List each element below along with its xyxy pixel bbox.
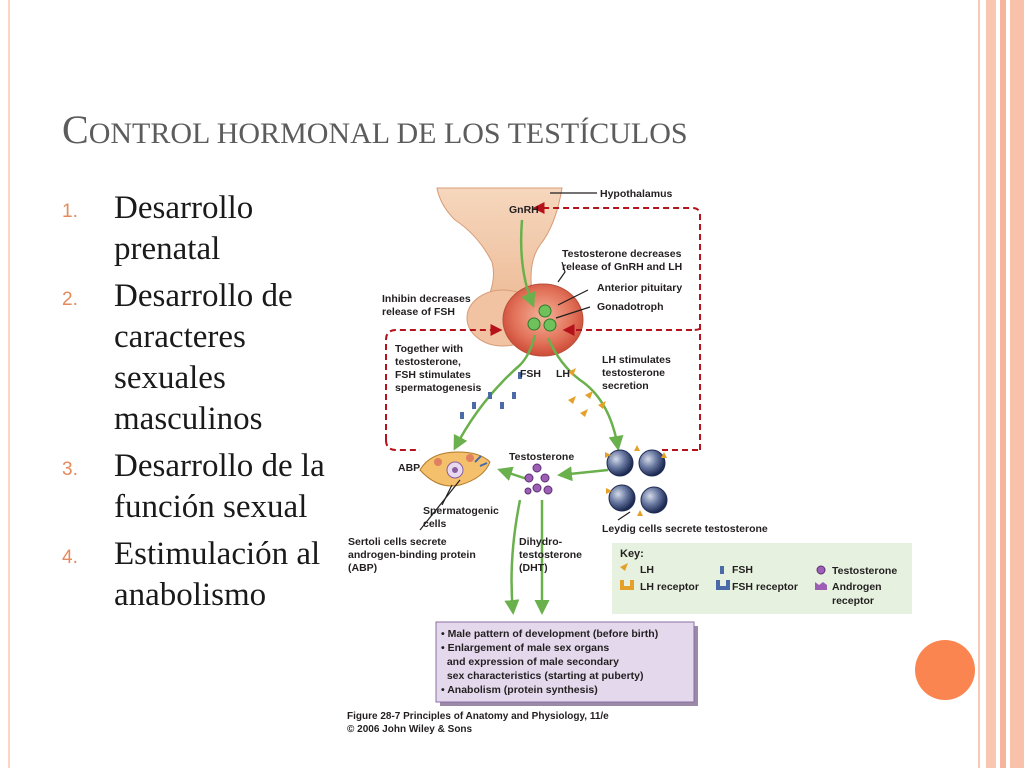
testosterone-icon bbox=[816, 565, 826, 575]
label-together: spermatogenesis bbox=[395, 382, 482, 394]
label-together: Together with bbox=[395, 343, 463, 355]
key-fsh: FSH bbox=[732, 564, 753, 576]
negative-feedback-loops bbox=[385, 202, 701, 451]
label-lh-stimulates: LH stimulates bbox=[602, 354, 671, 366]
leydig-cells bbox=[606, 449, 668, 514]
key-androgen: receptor bbox=[832, 595, 874, 607]
diagram-labels: Hypothalamus GnRH Testosterone decreases… bbox=[348, 188, 768, 574]
label-anterior-pituitary: Anterior pituitary bbox=[597, 282, 682, 294]
lh-receptors bbox=[605, 445, 667, 516]
key-box: Key: LH LH receptor FSH FSH receptor Tes… bbox=[612, 543, 912, 614]
figure-copyright: © 2006 John Wiley & Sons bbox=[347, 724, 473, 735]
effect-line: • Male pattern of development (before bi… bbox=[441, 628, 658, 640]
effect-line: and expression of male secondary bbox=[441, 656, 619, 668]
label-together: FSH stimulates bbox=[395, 369, 471, 381]
label-sertoli: androgen-binding protein bbox=[348, 549, 476, 561]
label-lh: LH bbox=[556, 368, 570, 380]
fsh-receptor-icon bbox=[716, 580, 730, 590]
effect-line: • Enlargement of male sex organs bbox=[441, 642, 609, 654]
key-testosterone: Testosterone bbox=[832, 565, 897, 577]
effects-box: • Male pattern of development (before bi… bbox=[435, 621, 698, 706]
label-inhibin: Inhibin decreases bbox=[382, 293, 471, 305]
label-dht: (DHT) bbox=[519, 562, 548, 574]
effect-line: • Anabolism (protein synthesis) bbox=[441, 684, 598, 696]
figure-caption: Figure 28-7 Principles of Anatomy and Ph… bbox=[347, 711, 609, 722]
list-item: 4.Estimulación al anabolismo bbox=[62, 536, 321, 613]
key-title: Key: bbox=[620, 548, 644, 560]
label-testo-decreases: Testosterone decreases bbox=[562, 248, 682, 260]
frame-line bbox=[978, 0, 980, 768]
label-dht: Dihydro- bbox=[519, 536, 563, 548]
label-testosterone: Testosterone bbox=[509, 451, 574, 463]
fsh-icon bbox=[720, 566, 724, 574]
label-spermatogenic: cells bbox=[423, 518, 447, 530]
label-sertoli: (ABP) bbox=[348, 562, 377, 574]
hormone-glyphs bbox=[460, 368, 606, 419]
slide-title: CONTROL HORMONAL DE LOS TESTÍCULOS bbox=[62, 107, 688, 152]
bullet-list: 1.Desarrollo prenatal 2.Desarrollo de ca… bbox=[62, 188, 362, 622]
key-lh: LH bbox=[640, 564, 654, 576]
label-leydig: Leydig cells secrete testosterone bbox=[602, 523, 768, 535]
list-item: 1.Desarrollo prenatal bbox=[62, 190, 254, 267]
frame-line bbox=[986, 0, 996, 768]
key-fsh-receptor: FSH receptor bbox=[732, 581, 798, 593]
label-gnrh: GnRH bbox=[509, 204, 539, 216]
label-spermatogenic: Spermatogenic bbox=[423, 505, 499, 517]
key-androgen: Androgen bbox=[832, 581, 882, 593]
label-gonadotroph: Gonadotroph bbox=[597, 301, 664, 313]
label-sertoli: Sertoli cells secrete bbox=[348, 536, 447, 548]
label-together: testosterone, bbox=[395, 356, 461, 368]
lh-icon bbox=[620, 563, 628, 571]
label-testo-decreases: release of GnRH and LH bbox=[562, 261, 682, 273]
testosterone-molecules bbox=[524, 463, 553, 495]
label-lh-stimulates: testosterone bbox=[602, 367, 665, 379]
frame-line-left bbox=[8, 0, 10, 768]
label-inhibin: release of FSH bbox=[382, 306, 455, 318]
key-lh-receptor: LH receptor bbox=[640, 581, 699, 593]
label-fsh: FSH bbox=[520, 368, 541, 380]
frame-line bbox=[1010, 0, 1024, 768]
list-item: 2.Desarrollo de caracteres sexuales masc… bbox=[62, 278, 293, 437]
label-dht: testosterone bbox=[519, 549, 582, 561]
lh-receptor-icon bbox=[620, 580, 634, 590]
list-item: 3.Desarrollo de la función sexual bbox=[62, 448, 325, 525]
androgen-receptor-icon bbox=[815, 582, 827, 590]
frame-line bbox=[1000, 0, 1006, 768]
sertoli-cell bbox=[419, 451, 491, 487]
decorative-circle bbox=[915, 640, 975, 700]
effect-line: sex characteristics (starting at puberty… bbox=[441, 670, 644, 682]
label-pointers bbox=[419, 192, 631, 531]
label-lh-stimulates: secretion bbox=[602, 380, 649, 392]
label-hypothalamus: Hypothalamus bbox=[600, 188, 673, 200]
label-abp: ABP bbox=[398, 462, 420, 474]
